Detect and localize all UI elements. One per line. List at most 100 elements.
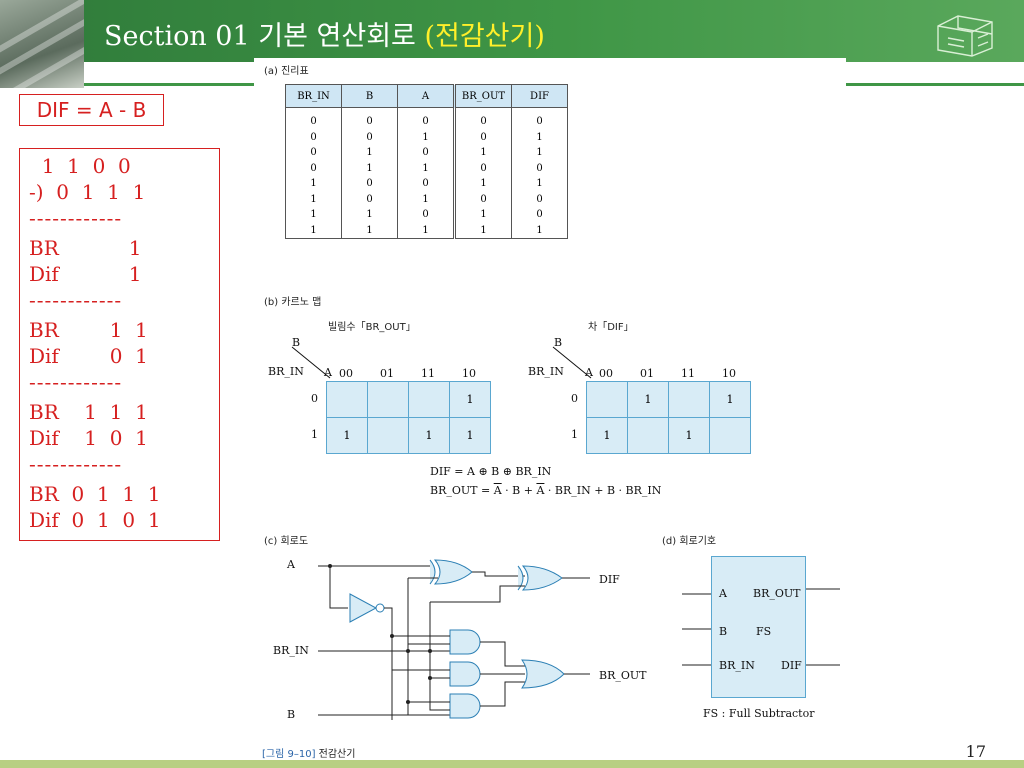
kmap-cell: 1 <box>449 381 491 418</box>
kmap-left-title: 빌림수「BR_OUT」 <box>328 322 416 333</box>
calc-line: BR 0 1 1 1 <box>29 482 161 506</box>
truth-table-cell: 0 <box>453 191 512 207</box>
circuit-input-a: A <box>287 558 295 571</box>
page-title: Section 01 기본 연산회로 (전감산기) <box>104 21 545 52</box>
calc-line: -) 0 1 1 1 <box>29 180 146 204</box>
kmap-cell: 1 <box>627 381 669 418</box>
symbol-pin-brout: BR_OUT <box>753 587 801 600</box>
truth-table-cell: 1 <box>397 222 455 239</box>
kmap-left-col-01: 01 <box>380 367 394 380</box>
kmap-right-row-0: 0 <box>571 392 578 405</box>
equation-dif: DIF = A ⊕ B ⊕ BR_IN <box>430 465 552 478</box>
kmap-cell <box>408 381 450 418</box>
truth-table-cell: 1 <box>511 145 568 161</box>
symbol-pin-a: A <box>719 587 727 600</box>
kmap-cell: 1 <box>408 417 450 454</box>
calc-divider: ------------ <box>29 288 123 312</box>
truth-table-cell: 0 <box>341 107 398 130</box>
kmap-left-row-0: 0 <box>311 392 318 405</box>
calc-line: BR 1 1 1 <box>29 400 148 424</box>
truth-header-brout: BR_OUT <box>453 84 512 108</box>
full-subtractor-block <box>711 556 806 698</box>
truth-table-caption: (a) 진리표 <box>264 66 309 77</box>
kmap-left-col-00: 00 <box>339 367 353 380</box>
kmap-cell <box>709 417 751 454</box>
truth-table-cell: 0 <box>397 107 455 130</box>
truth-header-b: B <box>341 84 398 108</box>
calc-line: Dif 0 1 0 1 <box>29 508 161 532</box>
truth-table-cell: 0 <box>511 160 568 176</box>
kmap-right-col-01: 01 <box>640 367 654 380</box>
circuit-output-brout: BR_OUT <box>599 669 647 682</box>
truth-table-cell: 1 <box>285 176 342 192</box>
symbol-note: FS : Full Subtractor <box>703 707 815 720</box>
truth-table-cell: 0 <box>285 129 342 145</box>
truth-table-cell: 0 <box>397 145 455 161</box>
truth-table-cell: 1 <box>453 222 512 239</box>
figure-panel-top <box>254 58 846 86</box>
symbol-pin-lines <box>682 588 840 666</box>
symbol-pin-b: B <box>719 625 728 638</box>
kmap-right-col-00: 00 <box>599 367 613 380</box>
calc-line: Dif 0 1 <box>29 344 148 368</box>
truth-header-brin: BR_IN <box>285 84 342 108</box>
symbol-label-fs: FS <box>756 625 772 638</box>
kmap-cell: 1 <box>709 381 751 418</box>
kmap-cell <box>367 381 409 418</box>
truth-table-cell: 1 <box>341 222 398 239</box>
truth-table-cell: 0 <box>285 160 342 176</box>
truth-table-cell: 0 <box>397 176 455 192</box>
truth-table-cell: 1 <box>341 160 398 176</box>
truth-table-cell: 1 <box>341 145 398 161</box>
truth-table-cell: 1 <box>285 191 342 207</box>
truth-header-a: A <box>397 84 455 108</box>
symbol-pin-dif: DIF <box>781 659 802 672</box>
truth-table-cell: 0 <box>285 107 342 130</box>
truth-table-cell: 1 <box>397 160 455 176</box>
truth-table-cell: 0 <box>511 107 568 130</box>
kmap-left-col-11: 11 <box>421 367 435 380</box>
kmap-right-diagonal <box>552 346 592 379</box>
truth-table-cell: 1 <box>511 222 568 239</box>
circuit-caption: (c) 회로도 <box>264 536 309 547</box>
truth-table-cell: 0 <box>285 145 342 161</box>
truth-table-cell: 0 <box>341 191 398 207</box>
kmap-right-col-10: 10 <box>722 367 736 380</box>
kmap-cell: 1 <box>449 417 491 454</box>
symbol-pin-brin: BR_IN <box>719 659 755 672</box>
truth-header-dif: DIF <box>511 84 568 108</box>
kmap-cell <box>668 381 710 418</box>
truth-table-cell: 1 <box>453 176 512 192</box>
calc-line: BR 1 1 <box>29 318 148 342</box>
kmap-left-rowvar: BR_IN <box>268 365 304 378</box>
figure-caption: [그림 9–10] 전감산기 <box>262 749 356 760</box>
subtraction-work-box: 1 1 0 0 -) 0 1 1 1 ------------ BR 1 Dif… <box>19 148 220 541</box>
equation-brout: BR_OUT = A · B + A · BR_IN + B · BR_IN <box>430 484 662 497</box>
header-photo <box>0 0 84 88</box>
circuit-output-dif: DIF <box>599 573 620 586</box>
title-highlight: (전감산기) <box>424 21 545 52</box>
footer-bar <box>0 760 1024 768</box>
truth-table-cell: 1 <box>397 191 455 207</box>
symbol-caption: (d) 회로기호 <box>662 536 717 547</box>
dif-formula-box: DIF = A - B <box>19 94 164 126</box>
kmap-cell <box>586 381 628 418</box>
truth-table-cell: 0 <box>453 129 512 145</box>
calc-divider: ------------ <box>29 452 123 476</box>
subtractor-circuit-diagram <box>318 559 590 720</box>
truth-table-cell: 0 <box>453 160 512 176</box>
kmap-left-diagonal <box>291 346 331 379</box>
cube-logo-icon <box>937 15 993 57</box>
circuit-input-b: B <box>287 708 296 721</box>
truth-table-cell: 0 <box>511 207 568 223</box>
calc-line: Dif 1 <box>29 262 142 286</box>
kmap-right-col-11: 11 <box>681 367 695 380</box>
calc-divider: ------------ <box>29 206 123 230</box>
